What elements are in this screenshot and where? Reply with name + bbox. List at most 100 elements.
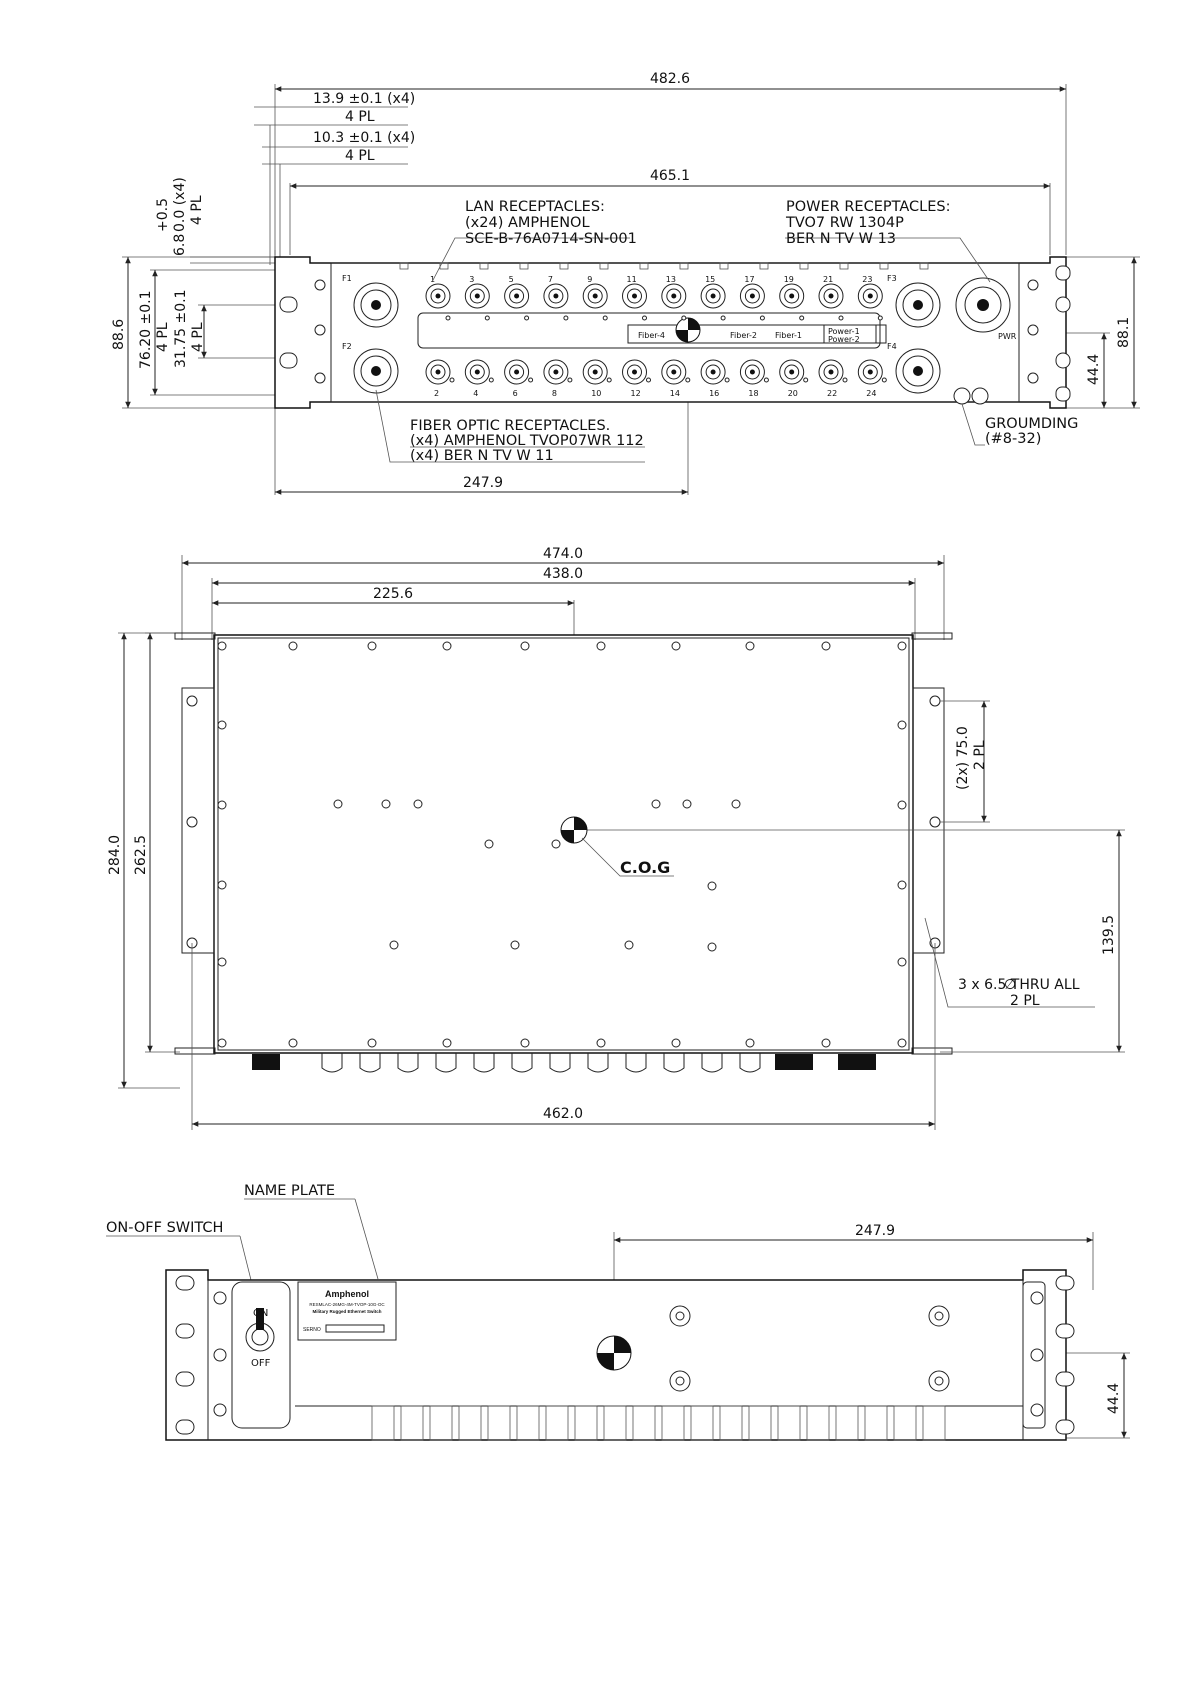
- lan-port-label: 15: [705, 275, 715, 284]
- screw: [897, 641, 907, 651]
- front-face: [330, 262, 1020, 403]
- lan-port-label: 13: [666, 275, 676, 284]
- lan-connector-side: [549, 1053, 571, 1073]
- dim-75-pl: 2 PL: [972, 740, 988, 770]
- lan-port-19: 19: [779, 275, 805, 321]
- lan-connector-side: [397, 1053, 419, 1073]
- vent-slot: [519, 262, 529, 270]
- note-gnd-2: (#8-32): [985, 431, 1041, 447]
- lan-port-15: 15: [700, 275, 726, 321]
- dim-465-1: 465.1: [650, 168, 690, 184]
- lan-connector-side: [435, 1053, 457, 1073]
- cog-label: C.O.G: [620, 858, 670, 877]
- screw: [821, 1038, 831, 1048]
- power-connector: [955, 277, 1011, 333]
- mounting-hole: [381, 799, 391, 809]
- label-power2: Power-2: [828, 335, 860, 344]
- left-flange: [181, 687, 215, 954]
- lan-port-label: 24: [866, 389, 876, 398]
- top-view: 474.0 438.0 225.6 284.0 262.5 (2x) 75.0 …: [107, 546, 1125, 1130]
- mounting-hole: [510, 940, 520, 950]
- lan-port-14: 14: [661, 359, 691, 398]
- heatsink-fin: [400, 1405, 424, 1441]
- screw: [288, 1038, 298, 1048]
- mounting-hole: [651, 799, 661, 809]
- screw: [821, 641, 831, 651]
- round-connector-side: [775, 1054, 813, 1070]
- dim-462: 462.0: [543, 1106, 583, 1122]
- plate-brand: Amphenol: [325, 1289, 369, 1299]
- dim-tol-pl: 4 PL: [189, 195, 205, 225]
- lan-connector-side: [701, 1053, 723, 1073]
- note-lan-3: SCE-B-76A0714-SN-001: [465, 231, 637, 247]
- lan-port-21: 21: [818, 275, 844, 321]
- lan-port-5: 5: [504, 275, 530, 321]
- dim-88-1: 88.1: [1116, 317, 1132, 348]
- note-lan-2: (x24) AMPHENOL: [465, 215, 590, 231]
- vent-slot: [599, 262, 609, 270]
- label-on: ON: [253, 1308, 268, 1319]
- heatsink-fin: [516, 1405, 540, 1441]
- mounting-hole: [413, 799, 423, 809]
- screw: [596, 641, 606, 651]
- heatsink-fin: [429, 1405, 453, 1441]
- heatsink-fin: [661, 1405, 685, 1441]
- cog-marker-top: [560, 816, 588, 844]
- lan-port-label: 18: [748, 389, 758, 398]
- front-view: 482.6 13.9 ±0.1 (x4) 4 PL 10.3 ±0.1 (x4)…: [111, 71, 1140, 495]
- right-flange: [912, 687, 945, 954]
- label-fiber4: Fiber-4: [638, 331, 665, 340]
- note-pwr-2: TVO7 RW 1304P: [785, 215, 904, 231]
- lan-port-label: 19: [784, 275, 794, 284]
- heatsink-fin: [371, 1405, 395, 1441]
- lan-port-10: 10: [582, 359, 612, 398]
- dim-262-5: 262.5: [133, 835, 149, 875]
- note-gnd-1: GROUMDING: [985, 416, 1078, 432]
- lan-port-label: 4: [473, 389, 478, 398]
- dim-139-5: 139.5: [1101, 915, 1117, 955]
- lan-port-16: 16: [700, 359, 730, 398]
- lan-connector-side: [587, 1053, 609, 1073]
- label-f2: F2: [342, 342, 352, 351]
- heatsink-fin: [545, 1405, 569, 1441]
- heatsink-fin: [487, 1405, 511, 1441]
- vent-slot: [679, 262, 689, 270]
- lan-port-label: 17: [744, 275, 754, 284]
- heatsink-fin: [777, 1405, 801, 1441]
- lan-port-label: 3: [469, 275, 474, 284]
- screw: [745, 1038, 755, 1048]
- screw: [442, 641, 452, 651]
- label-on-off-switch: ON-OFF SWITCH: [106, 1220, 223, 1236]
- lan-port-label: 6: [513, 389, 518, 398]
- vent-slot: [639, 262, 649, 270]
- screw: [596, 1038, 606, 1048]
- vent-slot: [559, 262, 569, 270]
- fiber-connector-f4: [895, 348, 941, 394]
- lan-port-13: 13: [661, 275, 687, 321]
- heatsink-fin: [864, 1405, 888, 1441]
- mounting-hole: [389, 940, 399, 950]
- mounting-hole: [624, 940, 634, 950]
- screw: [217, 957, 227, 967]
- dim-438: 438.0: [543, 566, 583, 582]
- screw: [217, 800, 227, 810]
- lan-port-label: 11: [627, 275, 637, 284]
- dim-tol-plus: +0.5: [155, 198, 171, 232]
- note-fib-3: (x4) BER N TV W 11: [410, 448, 554, 464]
- vent-slot: [479, 262, 489, 270]
- dim-31-75: 31.75 ±0.1: [173, 289, 189, 368]
- mounting-hole: [707, 942, 717, 952]
- lan-port-6: 6: [504, 359, 534, 398]
- label-fiber2: Fiber-2: [730, 331, 757, 340]
- vent-slot: [879, 262, 889, 270]
- lan-port-label: 12: [631, 389, 641, 398]
- screw: [367, 641, 377, 651]
- lan-port-1: 1: [425, 275, 451, 321]
- heatsink-fin: [893, 1405, 917, 1441]
- lan-port-18: 18: [739, 359, 769, 398]
- note-pwr-1: POWER RECEPTACLES:: [786, 199, 950, 215]
- label-f4: F4: [887, 342, 897, 351]
- lan-port-2: 2: [425, 359, 455, 398]
- lan-port-12: 12: [622, 359, 651, 398]
- dim-44-4-front: 44.4: [1086, 354, 1102, 385]
